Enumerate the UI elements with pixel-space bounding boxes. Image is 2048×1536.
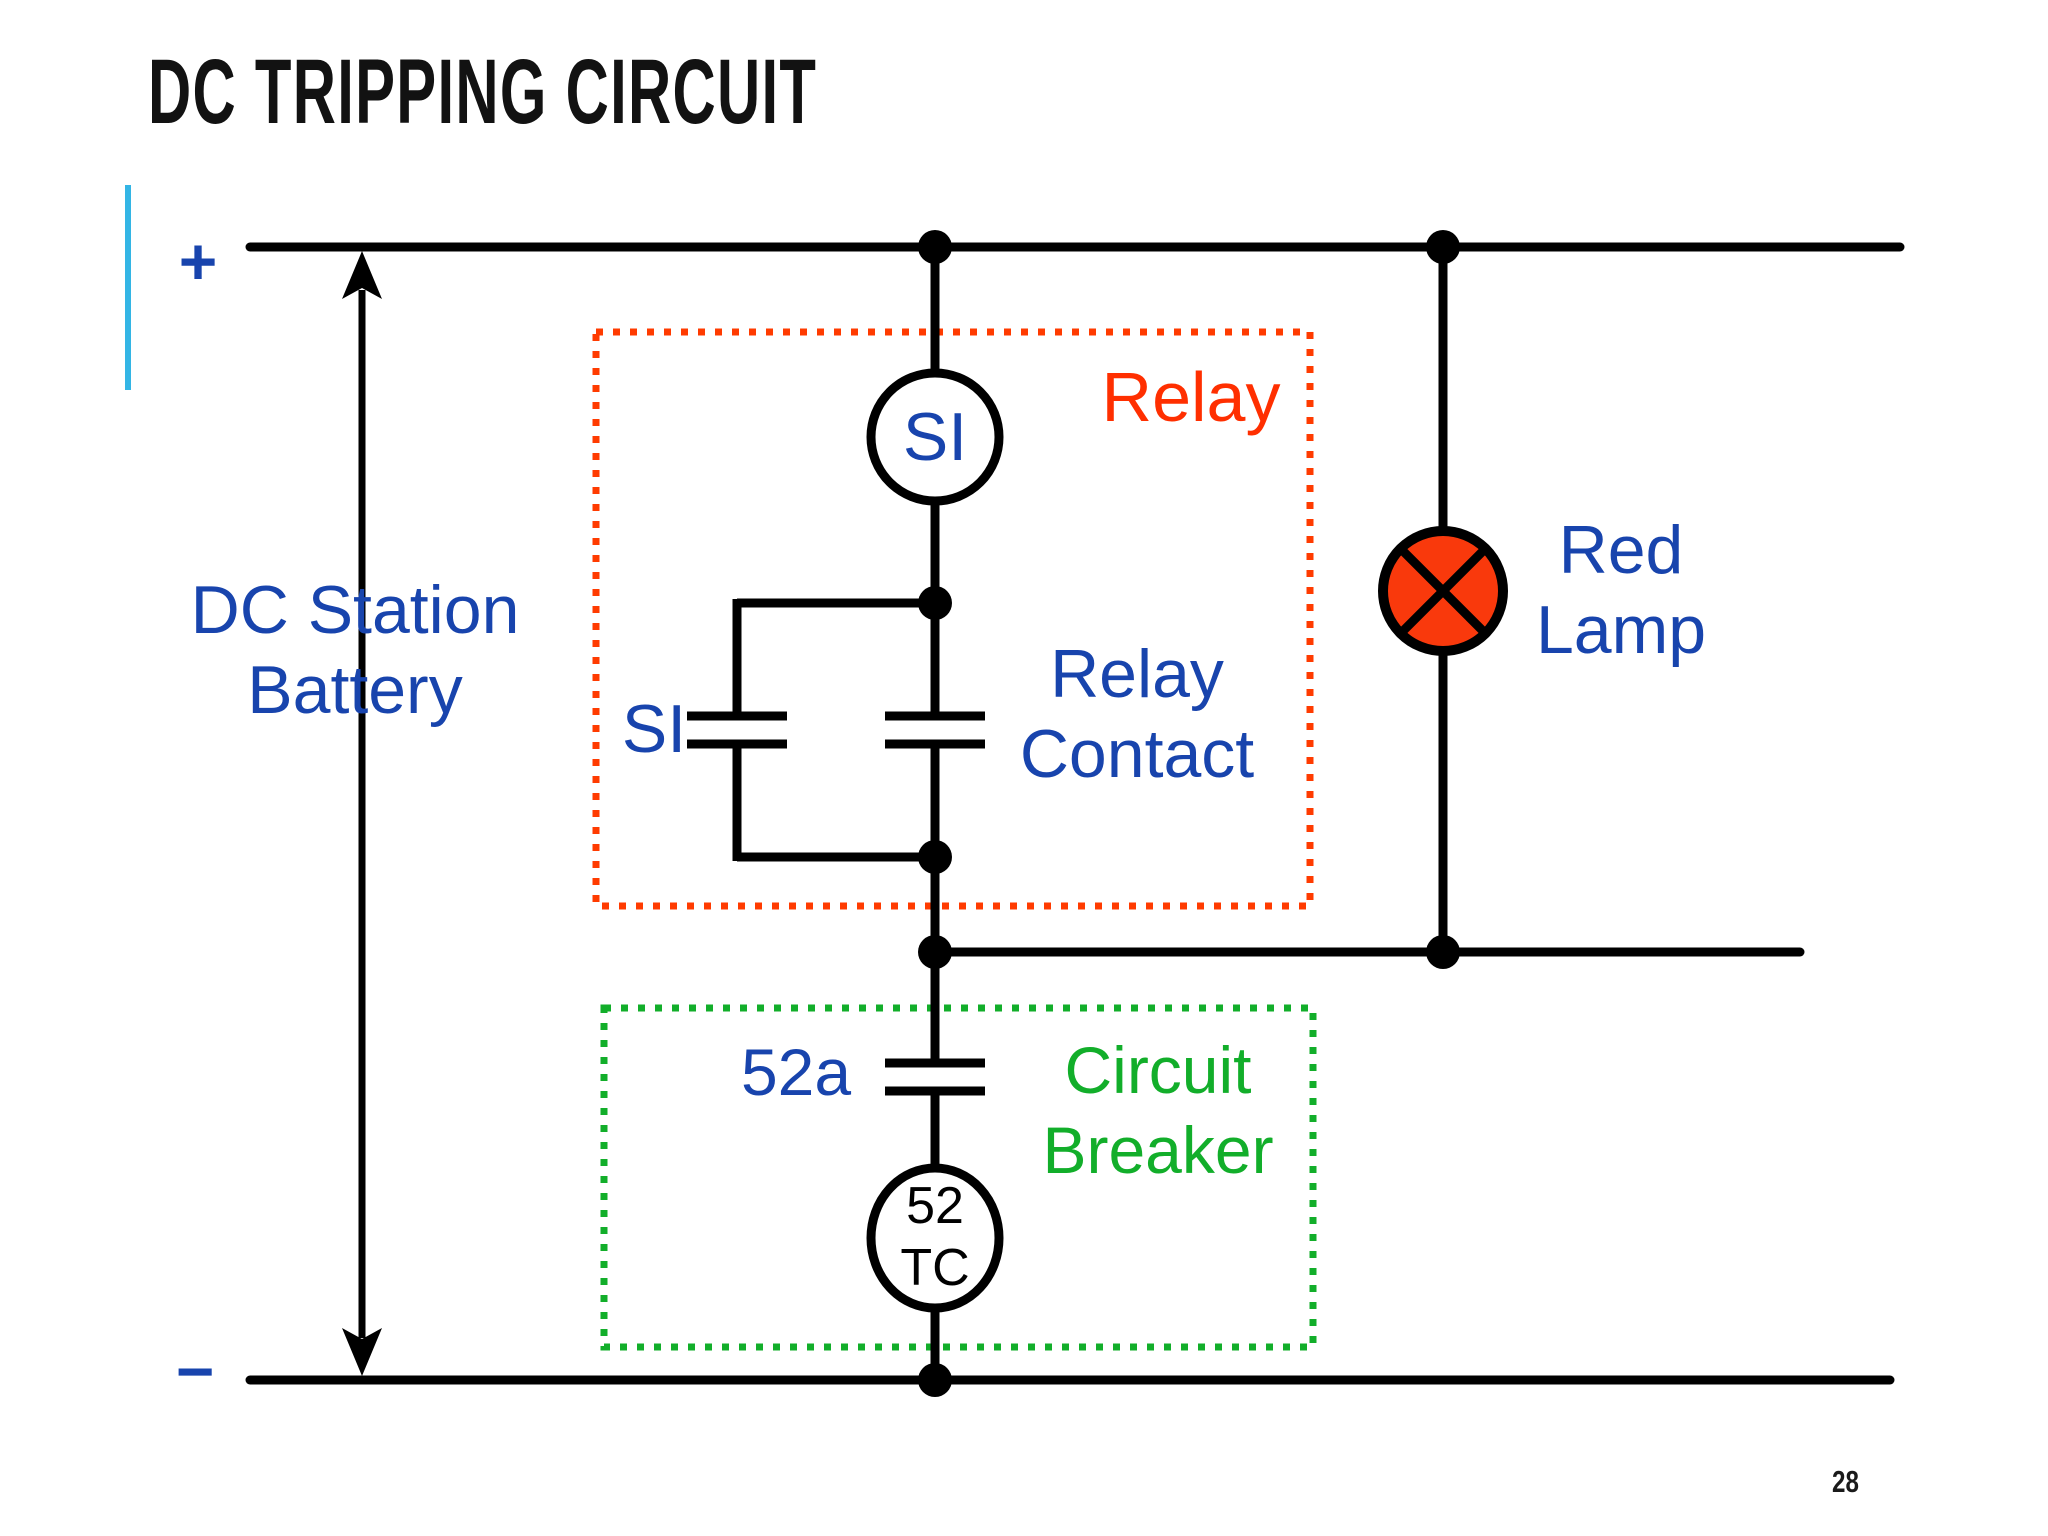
accent-bar [125,185,131,390]
junction-dot [918,1363,952,1397]
page-number: 28 [1832,1464,1859,1499]
junction-dot [1426,230,1460,264]
lamp-x-diagonal-2 [1396,544,1490,638]
junction-dot [918,230,952,264]
breaker-box-label-line1: Circuit [1064,1033,1252,1107]
breaker-dotted-box [600,1004,1317,1351]
relay-dotted-box [592,328,1314,910]
relay-coil-label: SI [902,399,968,475]
red-lamp-label: Red Lamp [1536,510,1706,670]
red-lamp-label-line1: Red [1558,512,1684,588]
junction-dot [918,840,952,874]
relay-box-label: Relay [1101,358,1281,436]
relay-coil-circle [866,368,1004,506]
breaker-box-label-line2: Breaker [1042,1113,1274,1187]
minus-sign: − [175,1334,215,1408]
breaker-box-label: Circuit Breaker [1042,1030,1273,1190]
parallel-contact-label: SI [621,691,687,767]
slide-title: DC TRIPPING CIRCUIT [148,41,818,143]
trip-coil-label-line2: TC [900,1239,970,1297]
relay-contact-label-line1: Relay [1050,636,1224,712]
trip-coil-label-line1: 52 [906,1177,964,1235]
battery-label-line2: Battery [247,652,463,728]
trip-coil-circle [866,1163,1004,1313]
junction-dot [918,935,952,969]
junction-dot [918,586,952,620]
battery-arrow-head-up [342,251,382,299]
relay-contact-label-line2: Contact [1019,716,1255,792]
battery-label: DC Station Battery [191,570,520,730]
battery-arrow-head-down [342,1328,382,1376]
relay-contact-label: Relay Contact [1020,634,1254,794]
red-lamp-label-line2: Lamp [1535,592,1707,668]
plus-sign: + [178,224,218,298]
battery-label-line1: DC Station [190,572,520,648]
aux-contact-label: 52a [740,1035,852,1109]
trip-coil-label: 52 TC [900,1175,969,1299]
junction-dot [1426,935,1460,969]
